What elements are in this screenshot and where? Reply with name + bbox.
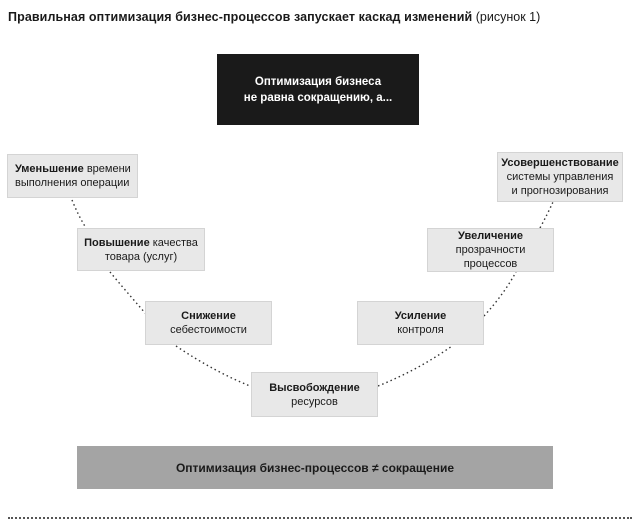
bottom-conclusion-text: Оптимизация бизнес-процессов ≠ сокращени… — [175, 460, 455, 475]
node-increase-transparency-line2: прозрачности процессов — [455, 244, 526, 270]
node-increase-transparency: Увеличение прозрачности процессов — [427, 228, 554, 272]
title-normal: (рисунок 1) — [475, 10, 541, 24]
node-reduce-cost: Снижение себестоимости — [145, 301, 272, 345]
connector-right-3 — [539, 201, 554, 229]
node-free-resources-bold: Высвобождение — [269, 381, 360, 394]
top-box-line2: не равна сокращению, а... — [243, 91, 393, 104]
node-free-resources-line2: ресурсов — [291, 395, 338, 408]
node-reduce-cost-bold: Снижение — [181, 310, 236, 322]
node-reduce-time-line2: выполнения операции — [15, 177, 130, 189]
node-improve-management: Усовершенствование системы управления и … — [497, 152, 623, 202]
connector-left-3 — [175, 345, 251, 387]
node-strengthen-control-line2: контроля — [397, 324, 444, 336]
node-improve-management-line2: системы управления — [506, 171, 614, 183]
node-improve-quality: Повышение качества товара (услуг) — [77, 228, 205, 271]
connector-left-1 — [71, 199, 87, 229]
connector-right-2 — [483, 271, 517, 317]
connector-left-2 — [109, 271, 147, 315]
node-reduce-cost-line2: себестоимости — [170, 324, 247, 336]
node-strengthen-control-bold: Усиление — [394, 310, 447, 322]
node-strengthen-control: Усиление контроля — [357, 301, 484, 345]
bottom-conclusion-bar: Оптимизация бизнес-процессов ≠ сокращени… — [77, 446, 553, 489]
node-reduce-time-rest: времени — [83, 163, 131, 175]
node-improve-quality-rest: качества — [149, 236, 198, 249]
top-statement-box: Оптимизация бизнеса не равна сокращению,… — [217, 54, 419, 125]
node-reduce-time: Уменьшение времени выполнения операции — [7, 154, 138, 198]
node-improve-quality-line2: товара (услуг) — [104, 250, 178, 263]
bottom-dotted-divider — [8, 517, 632, 519]
node-reduce-time-bold: Уменьшение — [15, 163, 84, 175]
node-improve-quality-bold: Повышение — [84, 236, 150, 249]
node-improve-management-line3: и прогнозирования — [511, 185, 609, 197]
top-box-line1: Оптимизация бизнеса — [254, 75, 382, 88]
node-increase-transparency-bold: Увеличение — [458, 230, 523, 242]
page-title: Правильная оптимизация бизнес-процессов … — [8, 10, 540, 24]
connector-right-1 — [377, 345, 453, 387]
node-improve-management-bold: Усовершенствование — [501, 157, 619, 169]
title-bold: Правильная оптимизация бизнес-процессов … — [8, 10, 473, 24]
node-free-resources: Высвобождение ресурсов — [251, 372, 378, 417]
